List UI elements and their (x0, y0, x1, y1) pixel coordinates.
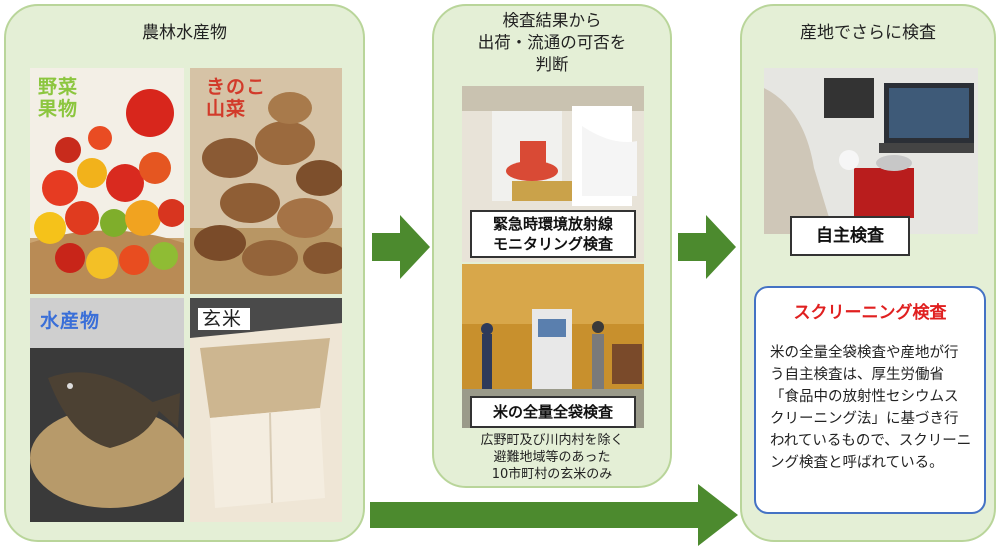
monitoring-label: 緊急時環境放射線 モニタリング検査 (470, 210, 636, 258)
origin-title: 産地でさらに検査 (800, 23, 936, 43)
shipment-title: 検査結果から 出荷・流通の可否を 判断 (477, 11, 627, 74)
mushrooms-tag: きのこ 山菜 (206, 76, 267, 120)
self-inspection-photo (764, 68, 978, 234)
vegetables-photo: 野菜 果物 (30, 68, 184, 294)
screening-text: 米の全量全袋検査や産地が行う自主検査は、厚生労働省「食品中の放射性セシウムスクリ… (770, 345, 972, 471)
screening-box: スクリーニング検査 米の全量全袋検査や産地が行う自主検査は、厚生労働省「食品中の… (754, 286, 986, 514)
arrow-right-icon (372, 215, 430, 279)
vegetables-tag: 野菜 果物 (38, 76, 79, 120)
self-inspection-label: 自主検査 (790, 216, 910, 256)
rice-photo: 玄米 (190, 298, 342, 522)
rice-inspection-caption: 広野町及び川内村を除く 避難地域等のあった 10市町村の玄米のみ (480, 433, 624, 482)
rice-inspection-label: 米の全量全袋検査 (470, 396, 636, 428)
rice-tag: 玄米 (198, 308, 251, 330)
long-arrow-right-icon (370, 484, 738, 546)
mushrooms-photo: きのこ 山菜 (190, 68, 342, 294)
origin-panel: 産地でさらに検査 自主検査 スクリーニング検査 米の全量全袋検査や産地が行う自主… (740, 4, 996, 542)
fisheries-tag: 水産物 (40, 310, 101, 332)
screening-title: スクリーニング検査 (793, 303, 947, 323)
products-title: 農林水産物 (142, 23, 227, 43)
fisheries-photo: 水産物 (30, 298, 184, 522)
arrow-right-icon (678, 215, 736, 279)
shipment-panel: 検査結果から 出荷・流通の可否を 判断 緊急時環境放射線 モニタリング検査 (432, 4, 672, 488)
products-panel: 農林水産物 野菜 果物 (4, 4, 365, 542)
